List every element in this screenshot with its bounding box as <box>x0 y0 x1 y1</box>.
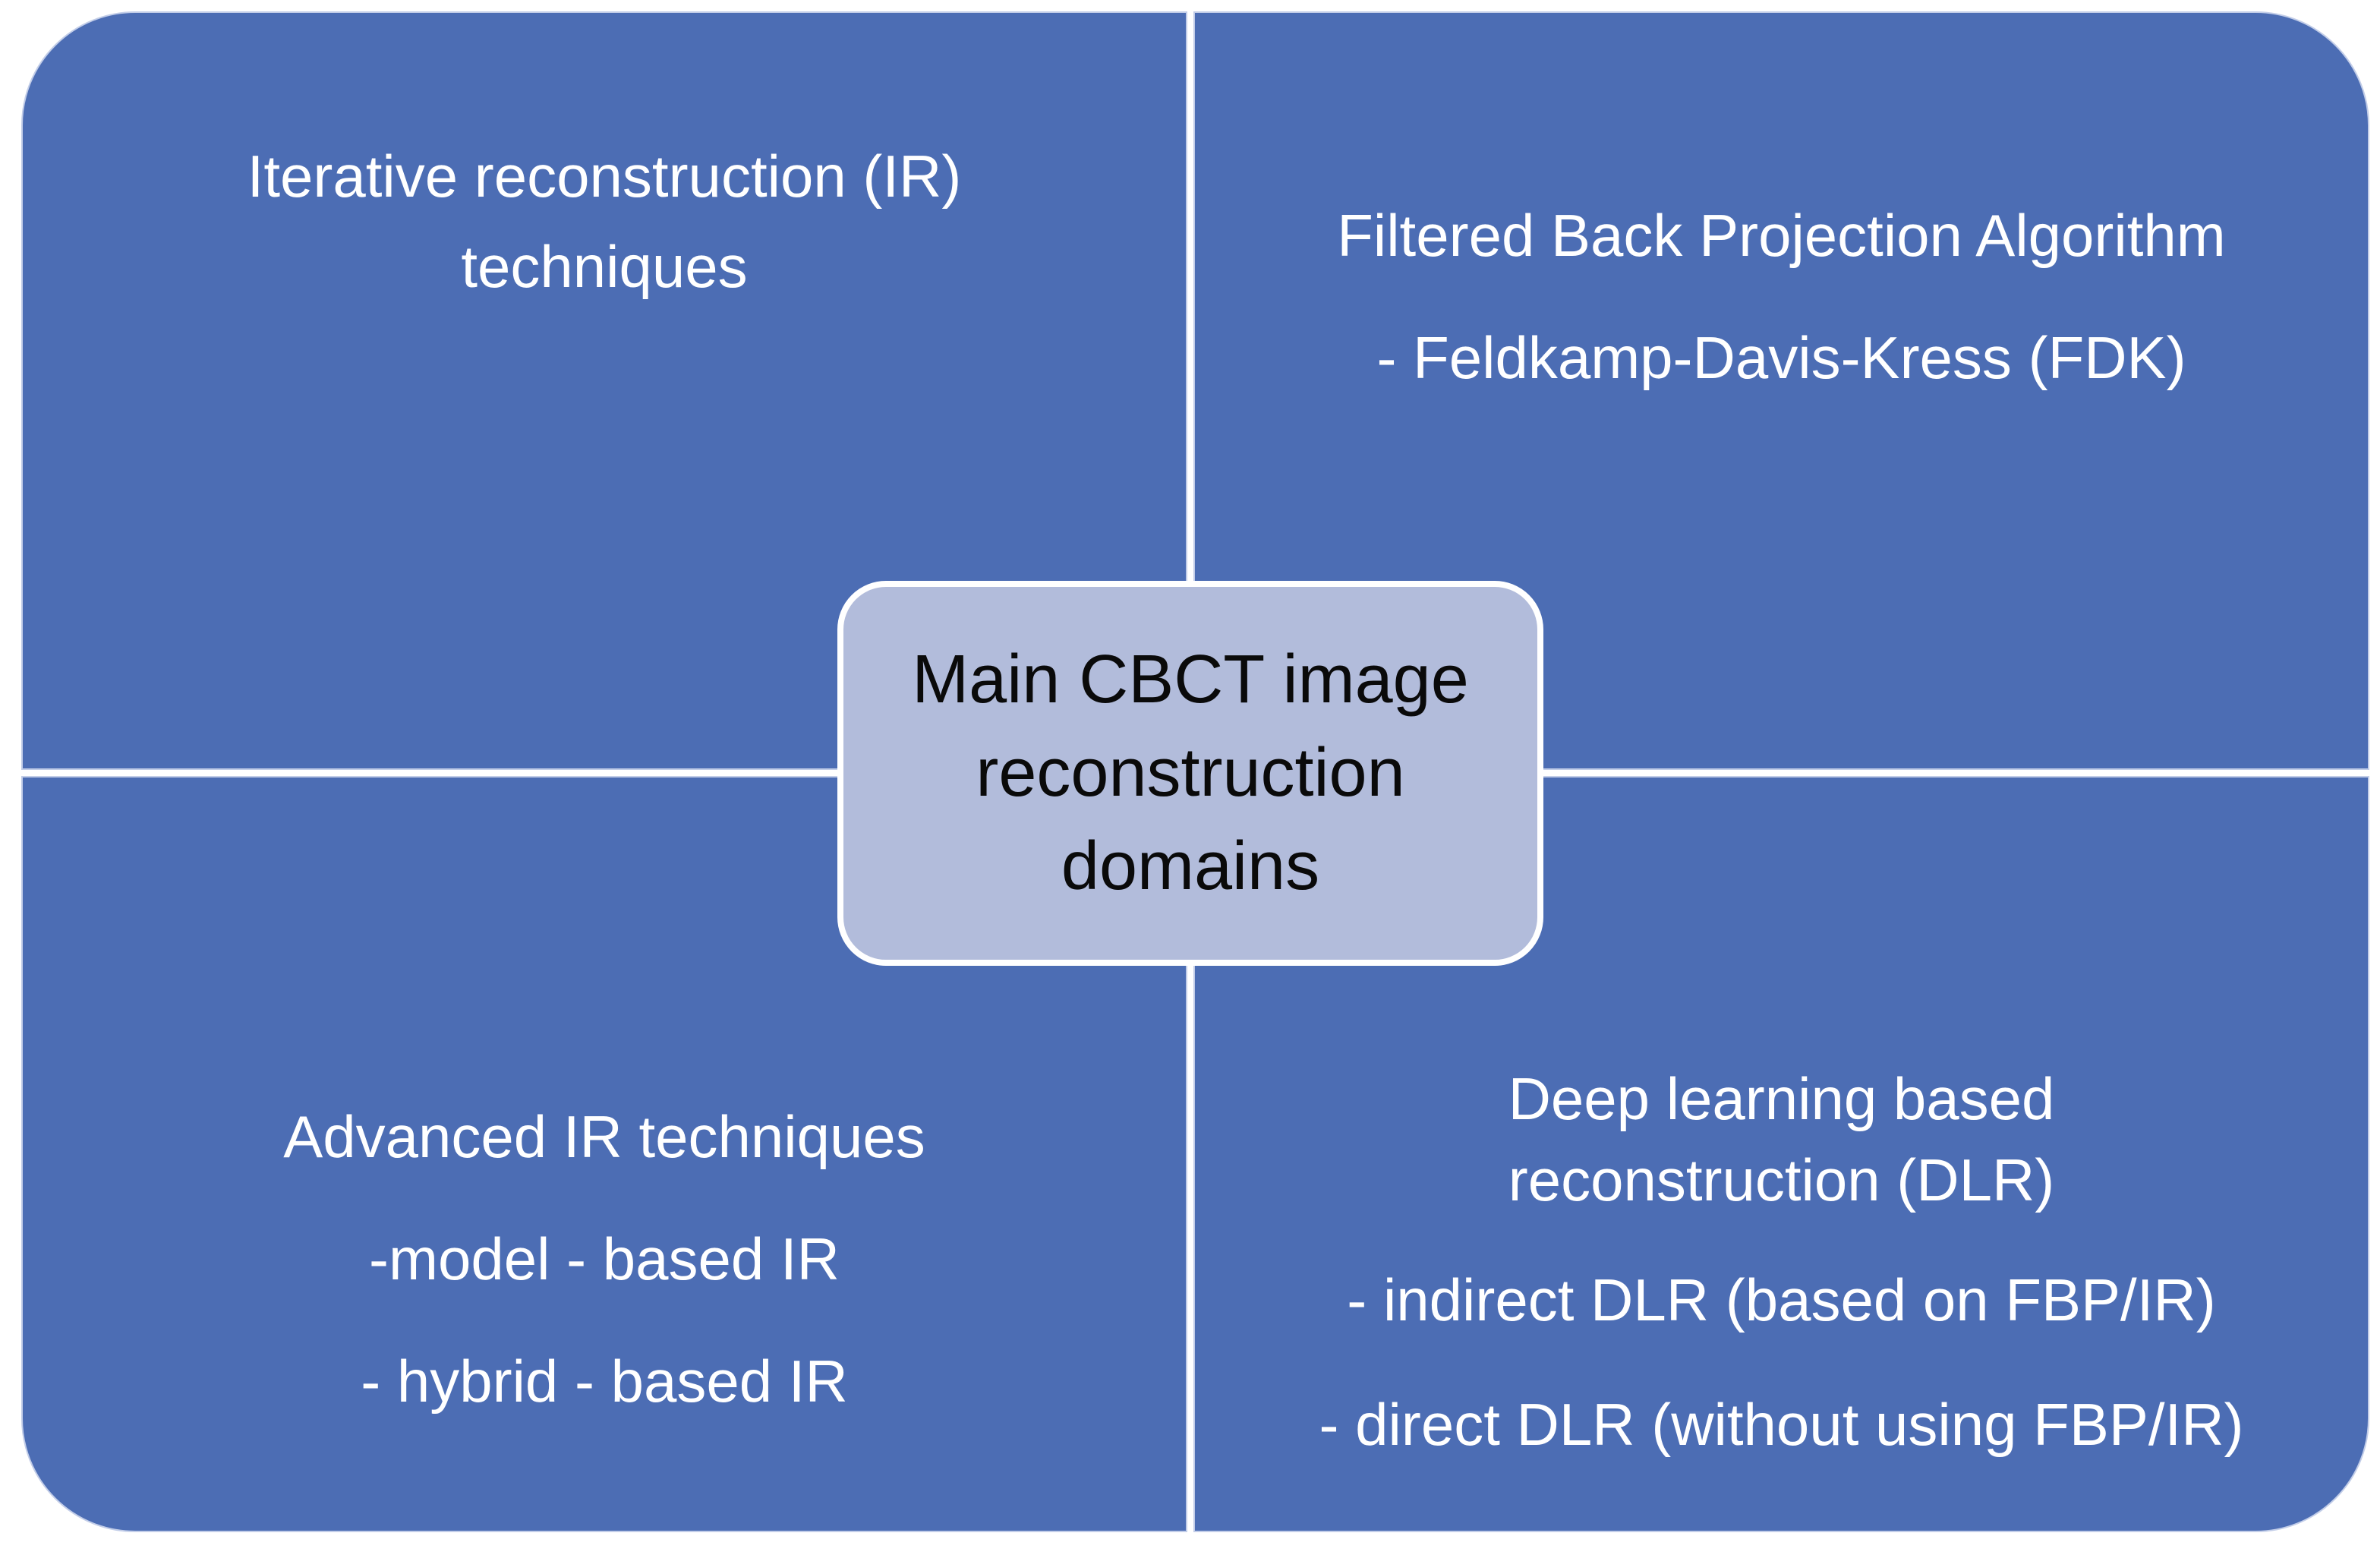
quadrant-text-block: Iterative reconstruction (IR) techniques <box>23 131 1186 312</box>
quadrant-deep-learning-reconstruction: Deep learning based reconstruction (DLR)… <box>1193 776 2369 1532</box>
text-line: - hybrid - based IR <box>361 1348 848 1415</box>
text-line: reconstruction (DLR) <box>1508 1147 2055 1213</box>
quadrant-text-block: Deep learning based reconstruction (DLR)… <box>1195 1058 2368 1470</box>
text-line: Main CBCT image <box>912 642 1469 718</box>
quadrant-text-block: Advanced IR techniques -model - based IR… <box>23 1091 1186 1427</box>
text-line: techniques <box>461 233 748 300</box>
quadrant-iterative-reconstruction: Iterative reconstruction (IR) techniques <box>21 11 1187 770</box>
text-line: Deep learning based <box>1508 1065 2055 1132</box>
text-line: Iterative reconstruction (IR) <box>247 143 962 210</box>
paragraph: Deep learning based reconstruction (DLR) <box>1195 1058 2368 1221</box>
text-line: Advanced IR techniques <box>283 1103 925 1170</box>
text-line: reconstruction <box>976 735 1405 811</box>
text-line: -model - based IR <box>369 1225 840 1292</box>
text-line: - direct DLR (without using FBP/IR) <box>1319 1391 2244 1458</box>
quadrant-text-block: Filtered Back Projection Algorithm - Fel… <box>1195 190 2368 403</box>
text-line: domains <box>1061 828 1320 904</box>
center-title-node: Main CBCT image reconstruction domains <box>837 581 1543 966</box>
text-line: - Feldkamp-Davis-Kress (FDK) <box>1376 324 2186 391</box>
text-line: Filtered Back Projection Algorithm <box>1337 202 2226 269</box>
text-line: - indirect DLR (based on FBP/IR) <box>1347 1266 2216 1333</box>
